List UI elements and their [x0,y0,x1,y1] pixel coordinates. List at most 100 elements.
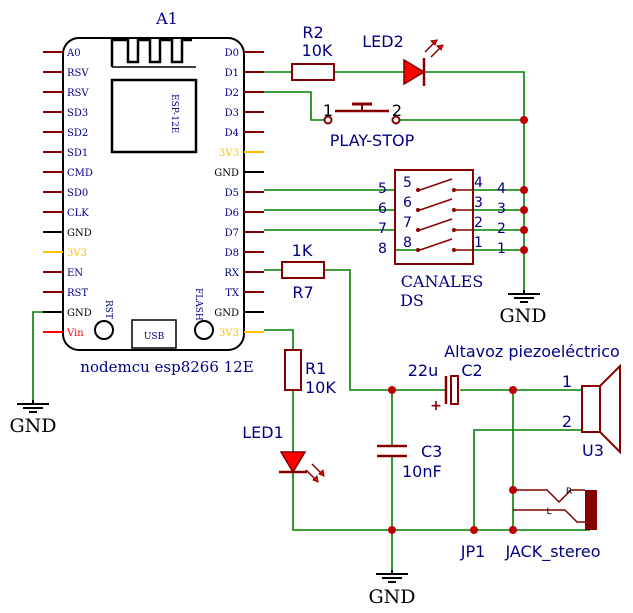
junction-dot [509,386,517,394]
speaker-icon [581,385,601,433]
speaker-ref: U3 [582,441,604,460]
junction-dot [388,526,396,534]
gnd-symbol-bottom [376,570,408,583]
led1-ref: LED1 [242,423,284,442]
usb-label: USB [144,332,165,342]
capacitor-plate-icon [450,375,459,405]
jack-body-icon [585,490,597,530]
led-icon [279,451,307,474]
switch-contact-icon [323,115,333,125]
dip-outer-left-label: 5 [378,181,387,197]
wire-r7-c2 [324,269,446,391]
dip-outer-right-label: 4 [497,181,506,197]
wire-gnd-bus [292,472,590,531]
switch-pin2: 2 [392,101,402,120]
light-arrowheads-icon [429,39,444,51]
switch-contact-icon [391,115,401,125]
junction-dot [520,116,528,124]
gnd-label-left: GND [9,415,56,437]
pin-label-right: D1 [225,68,239,79]
led-icon [403,58,426,86]
wire-dip-rail [473,189,524,251]
module-name: nodemcu esp8266 12E [80,358,253,376]
pin-label-left: SD1 [67,148,88,159]
junction-dot [470,526,478,534]
dip-inner-right-label: 3 [474,195,483,211]
jack-l-label: L [546,507,551,517]
dip-inner-right-label: 1 [474,235,483,251]
pin-label-right: D2 [225,88,239,99]
dip-contact-icon [416,228,420,232]
pin-label-right: D6 [225,208,239,219]
dip-inner-left-label: 8 [403,235,412,251]
pin-label-left: SD3 [67,108,88,119]
pin-label-right: D8 [225,248,239,259]
flash-button-icon [194,320,214,340]
pin-label-left: GND [67,308,92,319]
c3-ref: C3 [421,442,442,461]
wire-led2-rail [424,71,525,290]
light-arrowheads-icon [312,468,325,483]
pin-label-left: RSV [67,68,89,79]
jack-value: JACK_stereo [504,542,600,562]
pin-label-left: EN [67,268,83,279]
dip-value: DS [400,291,424,310]
dip-contact-icon [452,248,456,252]
pin-label-left: SD0 [67,188,88,199]
led-led1: LED1 [242,423,325,483]
dip-outer-right-label: 2 [497,221,506,237]
dip-outer-right-label: 3 [497,201,506,217]
dip-contact-icon [452,188,456,192]
dip-outer-right-label: 1 [497,241,506,257]
pin-label-right: 3V3 [219,328,239,339]
dip-lever-icon [419,178,453,191]
dip-contact-icon [416,248,420,252]
dip-contact-icon [452,228,456,232]
resistor-icon [281,261,325,279]
pin-label-left: CLK [67,208,89,219]
c2-ref: C2 [461,361,482,380]
dip-contact-icon [452,208,456,212]
speaker-u3: Altavoz piezoeléctrico 1 2 U3 [444,342,621,460]
antenna-icon [110,38,192,67]
c2-plus: + [430,398,442,414]
junction-dot [509,526,517,534]
pin-label-left: A0 [66,48,81,59]
r1-value: 10K [305,378,336,397]
dip-inner-right-label: 2 [474,215,483,231]
dip-body [394,169,474,265]
resistor-r1: R1 10K [284,349,336,397]
dip-inner-left-label: 6 [403,195,412,211]
wire-3v3-r1 [264,329,294,350]
pin-label-right: TX [225,288,240,299]
dip-outer-left-label: 7 [378,221,387,237]
chip-label: ESP-12E [169,94,179,133]
dip-ref: CANALES [401,272,484,291]
capacitor-c3: C3 10nF [377,442,442,481]
junction-dot [520,186,528,194]
capacitor-c2: + 22u C2 [408,361,483,414]
gnd-label-bottom: GND [368,586,415,608]
dip-outer-left-label: 6 [378,201,387,217]
r2-value: 10K [302,41,333,60]
wire-speaker-gnd [473,429,582,530]
r1-ref: R1 [305,359,326,378]
pin-label-left: GND [67,228,92,239]
dip-inner-left-label: 5 [403,175,412,191]
speaker-pin1: 1 [562,372,572,391]
pin-label-left: RST [67,288,88,299]
pin-label-right: GND [214,168,239,179]
dip-lever-icon [419,198,453,211]
led2-ref: LED2 [362,32,404,51]
resistor-r7: 1K R7 [281,241,325,302]
pin-label-left: RSV [67,88,89,99]
nodemcu-module: A1 ESP-12E USB RST FLASH nodemcu esp8266… [43,9,264,376]
pin-label-right: RX [224,268,240,279]
dip-contact-icon [416,188,420,192]
pin-label-right: D4 [225,128,239,139]
pin-label-right: 3V3 [219,148,239,159]
dip-inner-right-label: 4 [474,175,483,191]
rst-button-label: RST [103,300,113,319]
gnd-symbol-rail [508,290,540,303]
